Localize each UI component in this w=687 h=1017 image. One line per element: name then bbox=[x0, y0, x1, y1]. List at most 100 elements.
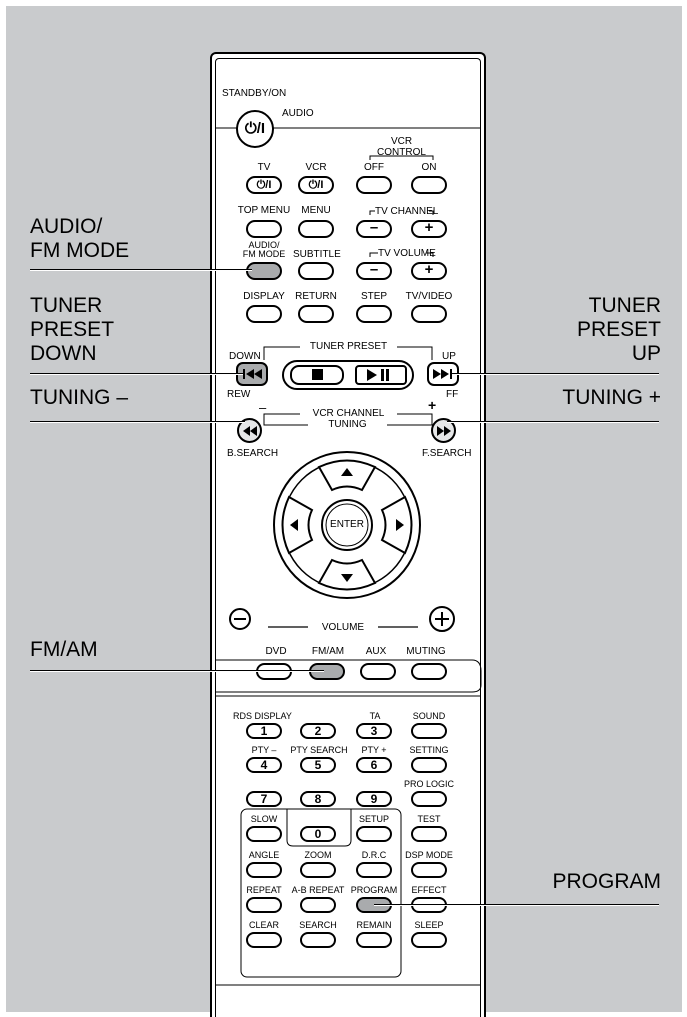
number-8-button[interactable]: 8 bbox=[300, 791, 336, 807]
tv-channel-down-button[interactable]: – bbox=[356, 220, 392, 238]
vcr-power-button[interactable]: ⏻/I bbox=[298, 176, 334, 194]
number-7-button[interactable]: 7 bbox=[246, 791, 282, 807]
search-button[interactable] bbox=[300, 932, 336, 948]
on-label: ON bbox=[421, 162, 437, 173]
rds-display-label: RDS DISPLAY bbox=[233, 711, 292, 721]
subtitle-button[interactable] bbox=[298, 262, 334, 280]
callout-audio-fm-mode: AUDIO/ FM MODE bbox=[30, 215, 130, 262]
volume-up-button[interactable] bbox=[429, 606, 455, 632]
plus-icon: + bbox=[424, 219, 434, 236]
vcr-control-on-button[interactable] bbox=[411, 176, 447, 194]
tuner-preset-up-leader bbox=[452, 373, 659, 375]
pty-plus-label: PTY + bbox=[361, 745, 387, 755]
minus-icon bbox=[234, 618, 246, 620]
audio-fm-mode-button[interactable] bbox=[246, 262, 282, 280]
clear-button[interactable] bbox=[246, 932, 282, 948]
zoom-button[interactable] bbox=[300, 862, 336, 878]
muting-label: MUTING bbox=[406, 646, 446, 657]
up-label: UP bbox=[442, 351, 456, 362]
callout-tuner-preset-down: TUNER PRESET DOWN bbox=[30, 294, 115, 365]
vcr-control-off-button[interactable] bbox=[356, 176, 392, 194]
play-pause-icon bbox=[367, 369, 389, 381]
clear-label: CLEAR bbox=[248, 920, 279, 930]
callout-program: PROGRAM bbox=[552, 870, 661, 893]
tv-channel-up-button[interactable]: + bbox=[411, 220, 447, 238]
stop-button[interactable] bbox=[290, 365, 344, 385]
standby-power-button[interactable]: ⏻/I bbox=[236, 110, 274, 148]
step-label: STEP bbox=[360, 291, 388, 302]
callout-fm-am: FM/AM bbox=[30, 638, 98, 661]
slow-button[interactable] bbox=[246, 826, 282, 842]
plus-icon: + bbox=[424, 261, 434, 278]
repeat-label: REPEAT bbox=[246, 885, 282, 895]
fast-forward-skip-icon bbox=[433, 369, 452, 379]
setting-label: SETTING bbox=[409, 745, 449, 755]
direction-pad[interactable] bbox=[272, 450, 422, 600]
pro-logic-button[interactable] bbox=[411, 791, 447, 807]
sound-button[interactable] bbox=[411, 723, 447, 739]
vcr-control-subtitle: CONTROL bbox=[377, 147, 426, 158]
ab-repeat-label: A-B REPEAT bbox=[291, 885, 345, 895]
subtitle-label: SUBTITLE bbox=[293, 249, 341, 260]
search-label: SEARCH bbox=[299, 920, 337, 930]
tuning-label: TUNING bbox=[328, 419, 367, 430]
display-button[interactable] bbox=[246, 305, 282, 323]
vcr-channel-label: VCR CHANNEL bbox=[312, 408, 385, 419]
enter-label: ENTER bbox=[330, 519, 364, 530]
remain-button[interactable] bbox=[356, 932, 392, 948]
top-menu-button[interactable] bbox=[246, 220, 282, 238]
angle-button[interactable] bbox=[246, 862, 282, 878]
audio-label: AUDIO bbox=[282, 108, 314, 119]
callout-tuner-preset-up: TUNER PRESET UP bbox=[576, 294, 661, 365]
number-2-button[interactable]: 2 bbox=[300, 723, 336, 739]
rew-label: REW bbox=[227, 389, 251, 400]
tuning-minus-leader bbox=[30, 421, 245, 423]
number-1-button[interactable]: 1 bbox=[246, 723, 282, 739]
ff-label: FF bbox=[446, 389, 459, 400]
number-4-button[interactable]: 4 bbox=[246, 757, 282, 773]
volume-down-button[interactable] bbox=[229, 608, 251, 630]
sleep-button[interactable] bbox=[411, 932, 447, 948]
slow-label: SLOW bbox=[250, 814, 278, 824]
return-button[interactable] bbox=[298, 305, 334, 323]
tv-volume-down-button[interactable]: – bbox=[356, 262, 392, 280]
callout-tuning-plus: TUNING + bbox=[562, 386, 661, 409]
repeat-button[interactable] bbox=[246, 897, 282, 913]
tuner-preset-down-leader bbox=[30, 373, 243, 375]
tv-channel-label: TV CHANNEL bbox=[375, 206, 439, 217]
tv-power-button[interactable]: ⏻/I bbox=[246, 176, 282, 194]
drc-button[interactable] bbox=[356, 862, 392, 878]
number-5-button[interactable]: 5 bbox=[300, 757, 336, 773]
ab-repeat-button[interactable] bbox=[300, 897, 336, 913]
tv-label: TV bbox=[257, 162, 271, 173]
dsp-mode-button[interactable] bbox=[411, 862, 447, 878]
number-6-button[interactable]: 6 bbox=[356, 757, 392, 773]
step-button[interactable] bbox=[356, 305, 392, 323]
number-3-button[interactable]: 3 bbox=[356, 723, 392, 739]
tuning-minus-label: – bbox=[259, 400, 267, 415]
tv-volume-up-button[interactable]: + bbox=[411, 262, 447, 280]
b-search-label: B.SEARCH bbox=[227, 448, 279, 459]
number-0-button[interactable]: 0 bbox=[300, 826, 336, 842]
aux-button[interactable] bbox=[360, 663, 396, 680]
menu-button[interactable] bbox=[298, 220, 334, 238]
f-search-label: F.SEARCH bbox=[422, 448, 472, 459]
fm-am-label: FM/AM bbox=[311, 646, 345, 657]
number-9-button[interactable]: 9 bbox=[356, 791, 392, 807]
test-button[interactable] bbox=[411, 826, 447, 842]
setting-button[interactable] bbox=[411, 757, 447, 773]
remain-label: REMAIN bbox=[356, 920, 392, 930]
aux-label: AUX bbox=[365, 646, 387, 657]
muting-button[interactable] bbox=[411, 663, 447, 680]
setup-label: SETUP bbox=[358, 814, 389, 824]
fm-am-leader bbox=[30, 670, 324, 672]
vcr-control-title: VCR bbox=[390, 136, 413, 147]
power-icon: ⏻/I bbox=[256, 179, 272, 191]
tv-video-button[interactable] bbox=[411, 305, 447, 323]
pro-logic-label: PRO LOGIC bbox=[403, 779, 454, 789]
down-label: DOWN bbox=[229, 351, 261, 362]
play-pause-button[interactable] bbox=[355, 365, 407, 385]
audio-fm-mode-leader bbox=[30, 269, 252, 271]
setup-button[interactable] bbox=[356, 826, 392, 842]
